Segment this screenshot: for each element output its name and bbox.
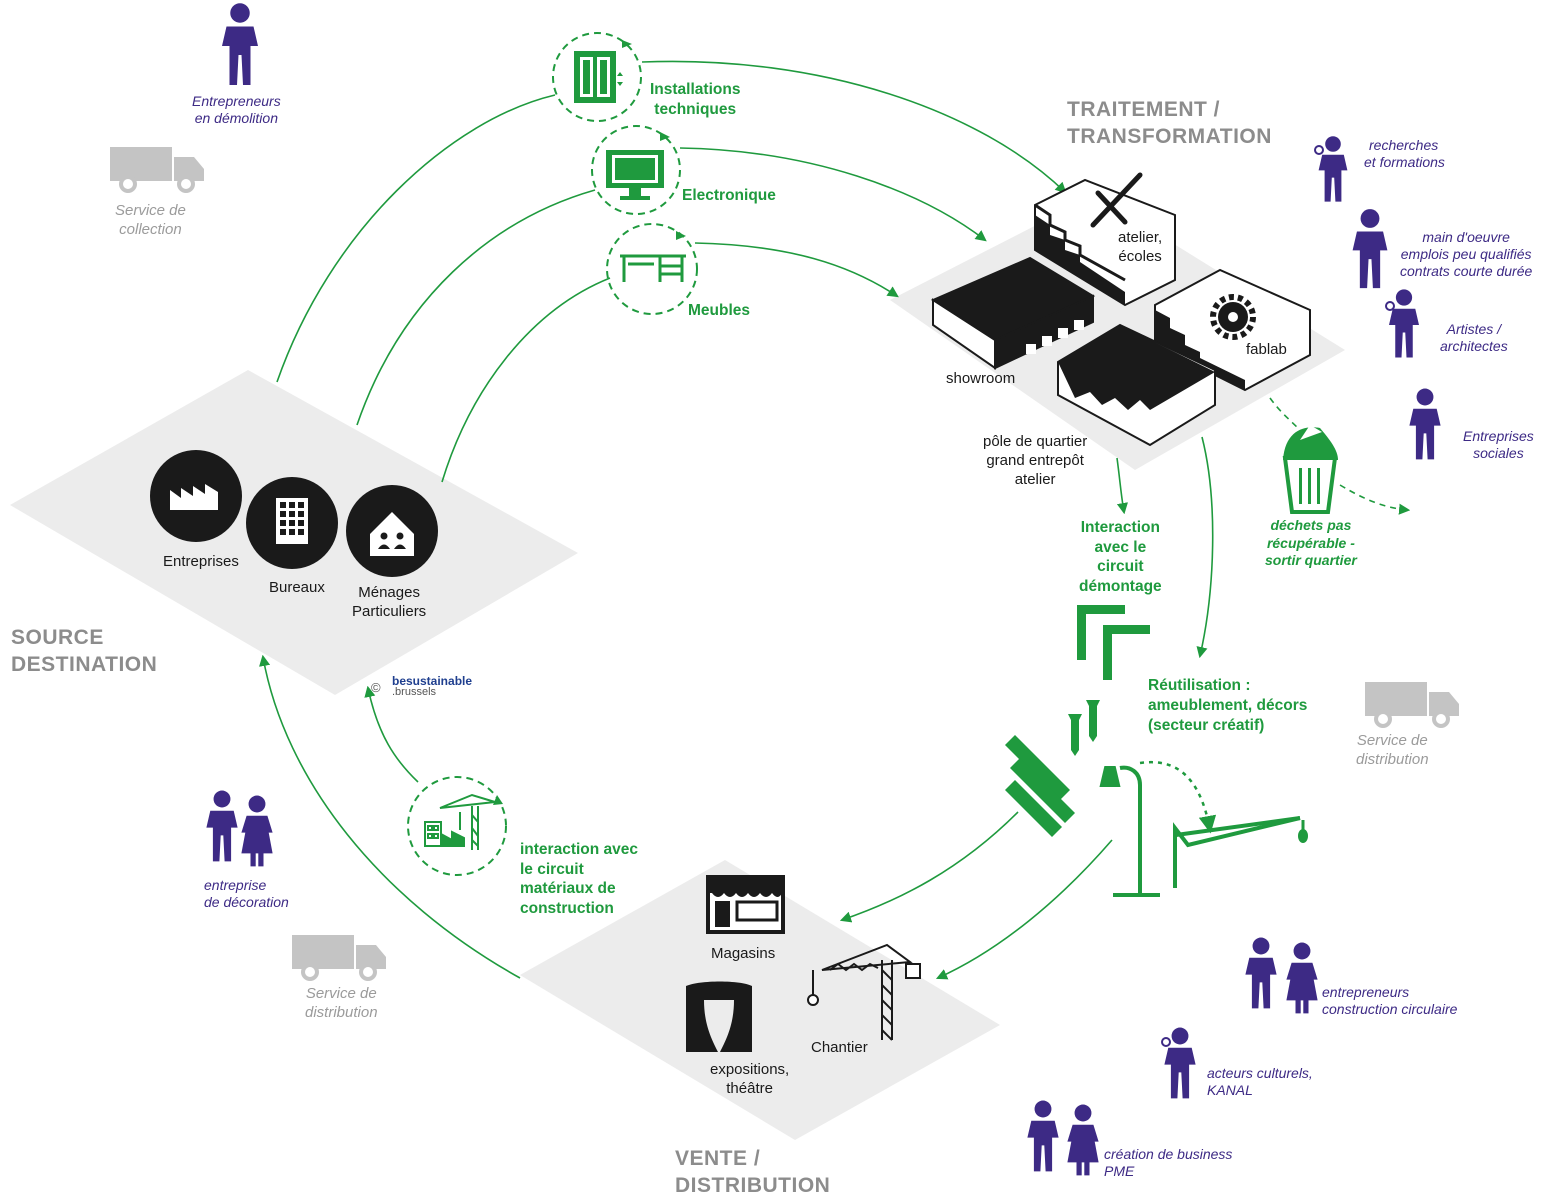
showroom-window [1042, 336, 1052, 346]
electronique-ring [591, 125, 681, 215]
person-circulaire-woman-icon [1286, 942, 1318, 1014]
label-showroom: showroom [946, 370, 1016, 387]
header-traitement: TRAITEMENT /TRANSFORMATION [1067, 98, 1272, 148]
label-bureaux: Bureaux [269, 579, 325, 596]
person-sociales-icon [1409, 388, 1441, 460]
elevator-icon [574, 51, 623, 103]
planks-icon [1005, 735, 1075, 837]
flow-reuse-to-chantier [935, 839, 1113, 980]
dechets-dashed-arrows [1269, 397, 1411, 515]
entreprises-icon [150, 450, 242, 542]
showroom-window [1026, 344, 1036, 354]
truck-collection-icon [108, 145, 206, 193]
flow-vente-to-source [259, 654, 521, 979]
flow-materiaux-to-source [364, 685, 419, 783]
label-atelier: atelier,écoles [1118, 229, 1163, 265]
crane-icon [812, 943, 921, 1041]
atelier-building [1034, 178, 1176, 307]
person-decoration-woman-icon [241, 795, 273, 867]
bureaux-icon [246, 477, 338, 569]
materiaux-ring [407, 776, 507, 876]
lamp-icon [1099, 765, 1305, 897]
flow-meubles-arrow [441, 277, 611, 483]
showroom-window [1058, 328, 1068, 338]
flow-electronique-arrow [356, 189, 596, 426]
pen-brush-icon [1090, 172, 1143, 228]
label-entreprises: Entreprises [163, 553, 239, 570]
shop-icon [706, 875, 785, 934]
label-reutilisation: Réutilisation :ameublement, décors(secte… [1148, 677, 1308, 734]
label-fablab: fablab [1246, 341, 1287, 358]
pole-building [1057, 323, 1216, 447]
crane-hook-icon [807, 994, 819, 1006]
showroom-building [930, 256, 1096, 370]
installations-ring [552, 32, 642, 122]
label-meubles: Meubles [688, 302, 751, 319]
label-expositions: expositions,théâtre [710, 1061, 790, 1097]
truck-distribution-right-icon [1363, 680, 1461, 728]
person-decoration-man-icon [206, 790, 238, 862]
menages-icon [346, 485, 438, 577]
header-vente: VENTE /DISTRIBUTION [675, 1147, 831, 1197]
flow-arrows [259, 60, 1214, 980]
person-circulaire-man-icon [1245, 937, 1277, 1009]
flow-pole-to-interaction [1116, 457, 1128, 515]
showroom-window [1074, 320, 1084, 330]
person-demolition-icon [222, 3, 258, 85]
flow-installations-arrow [276, 94, 556, 383]
flow-demontage-to-magasins [839, 811, 1019, 923]
truck-distribution-left-icon [290, 933, 388, 981]
vente-platform [520, 860, 1000, 1140]
label-electronique: Electronique [682, 187, 776, 204]
desk-icon [620, 254, 686, 282]
crane-building-icon [424, 793, 496, 850]
screws-icon [1068, 700, 1100, 756]
monitor-icon [606, 150, 664, 200]
person-business-woman-icon [1067, 1104, 1099, 1176]
label-magasins: Magasins [711, 945, 776, 962]
trash-bin-icon [1282, 425, 1338, 514]
frame-corner-icon [1077, 605, 1150, 680]
besustainable-logo: besustainable .brussels [392, 674, 473, 698]
person-artistes-icon [1389, 289, 1419, 358]
label-culturels: acteurs culturels,KANAL [1207, 1065, 1313, 1098]
person-recherches-icon [1318, 136, 1348, 202]
person-business-man-icon [1027, 1100, 1059, 1172]
person-main-oeuvre-icon [1352, 209, 1388, 289]
copyright-symbol: © [371, 680, 381, 695]
gear-icon [1210, 294, 1256, 340]
bulb-icon [1298, 829, 1308, 843]
flow-traitement-to-reuse [1196, 436, 1214, 659]
label-artistes: Artistes /architectes [1440, 321, 1508, 354]
lamp-transform-arrow [1139, 760, 1217, 834]
theatre-curtain-icon [686, 981, 752, 1052]
meubles-ring [606, 223, 698, 315]
label-chantier: Chantier [811, 1039, 868, 1056]
